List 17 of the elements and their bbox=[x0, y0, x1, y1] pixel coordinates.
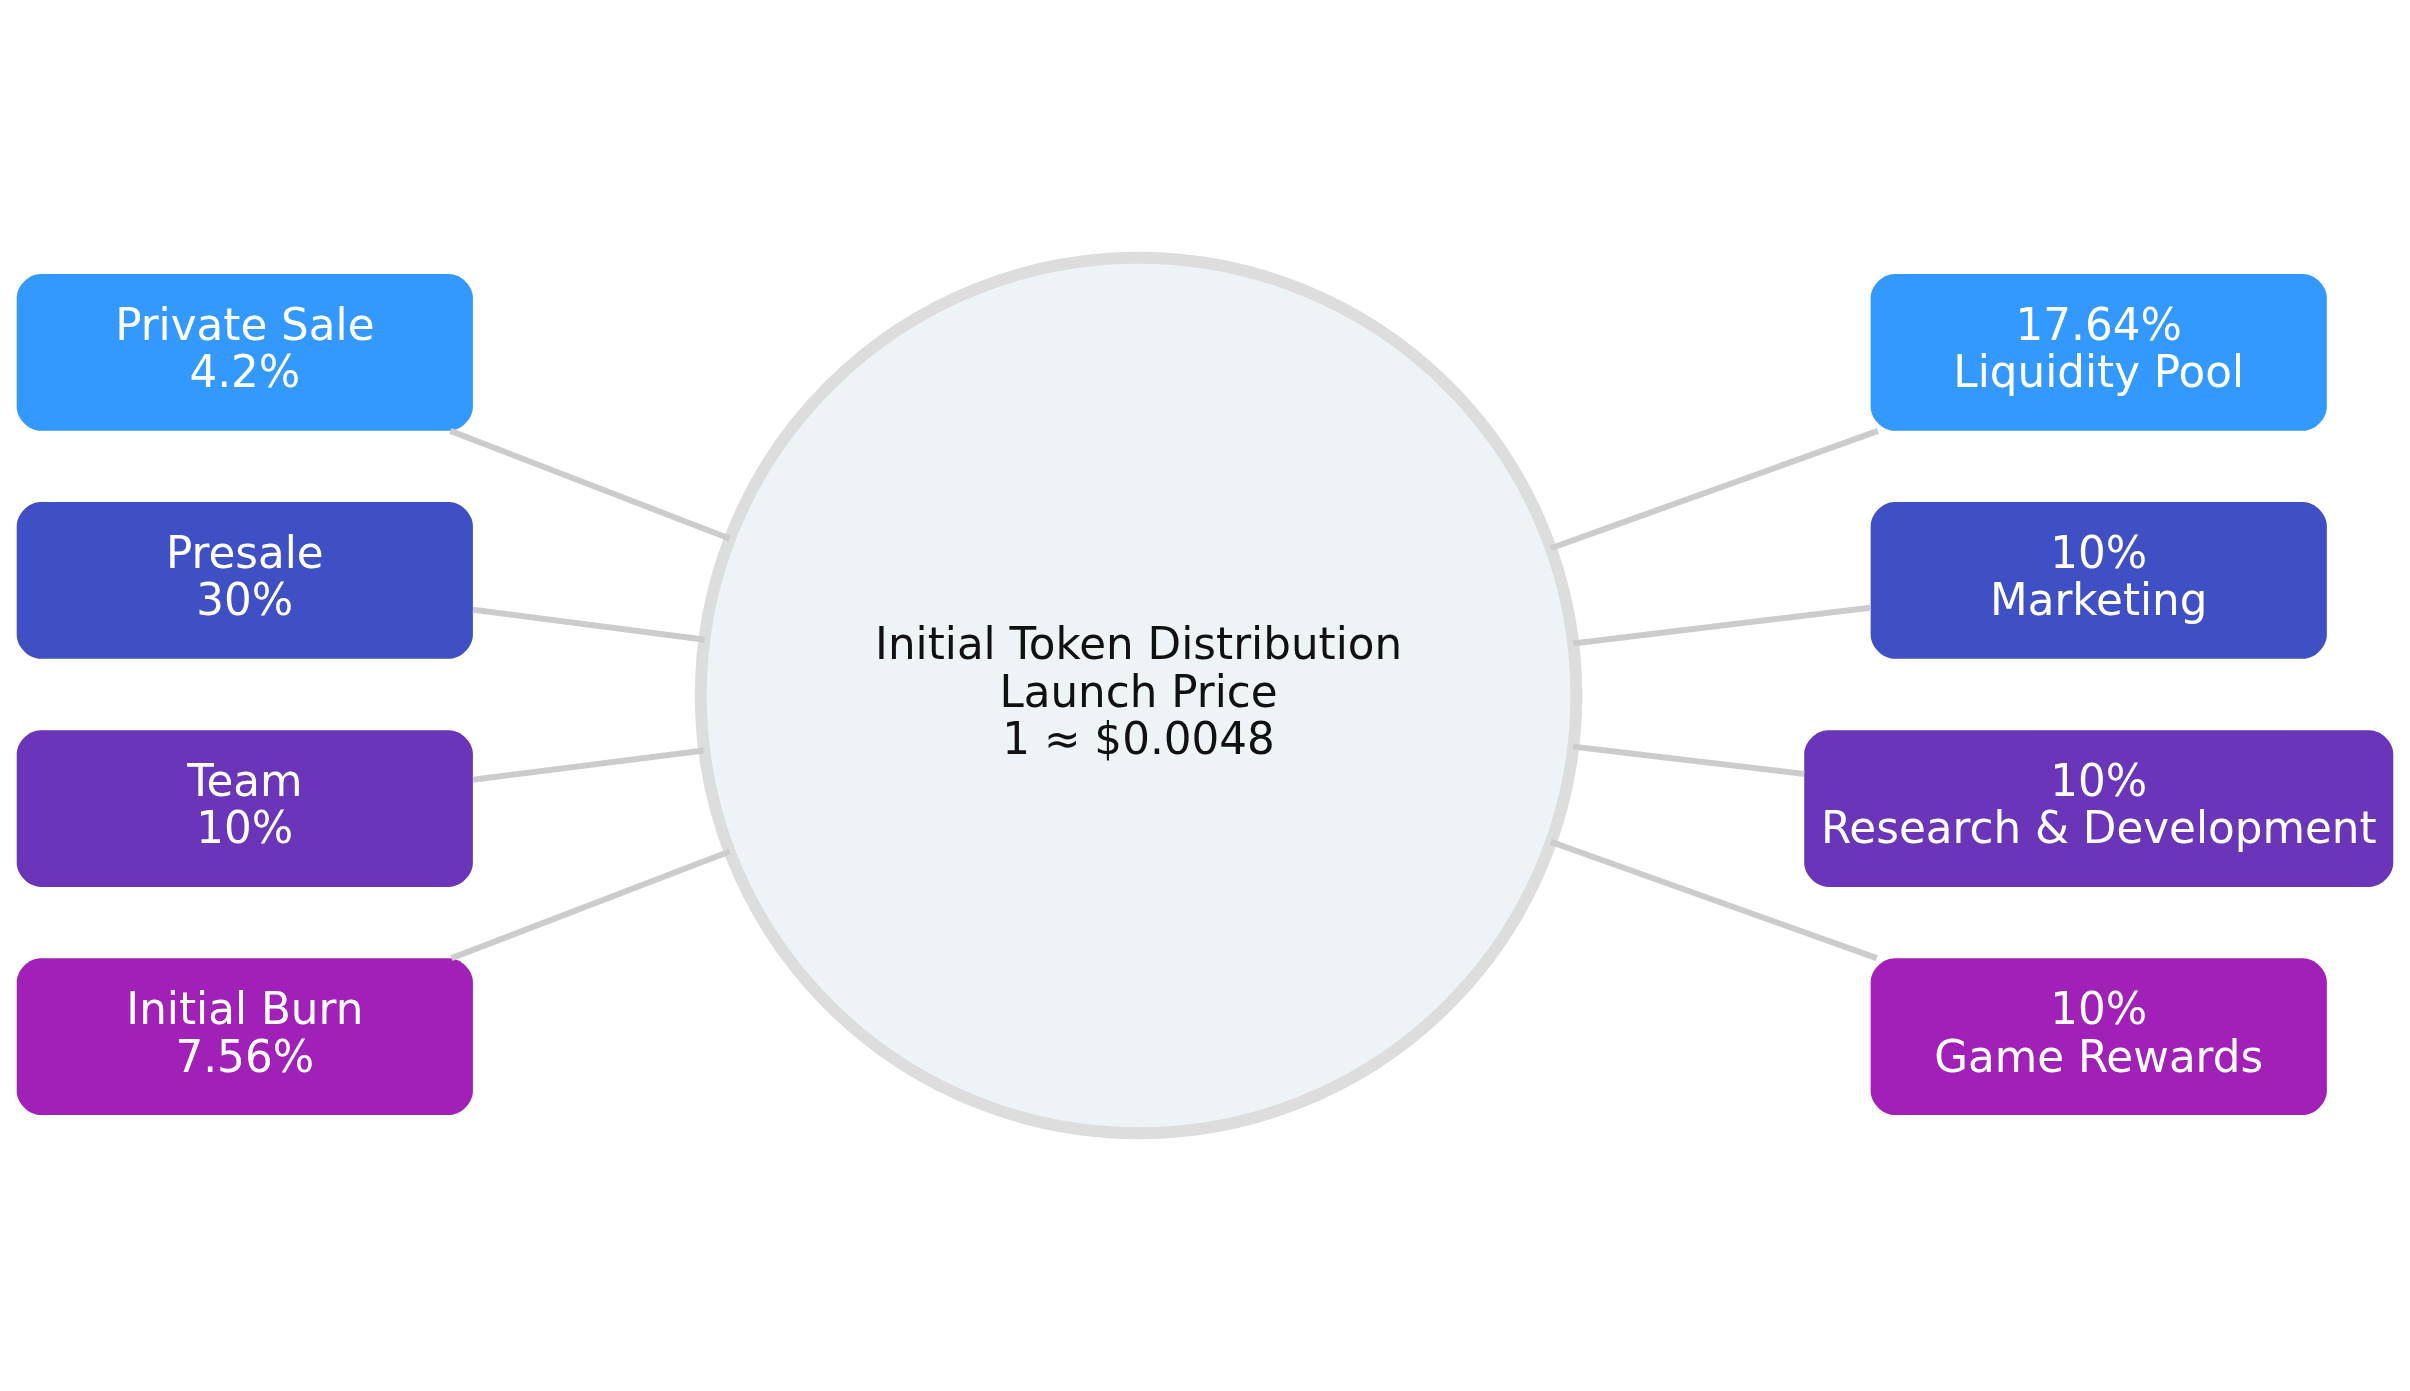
node-box: 10% Research & Development bbox=[1804, 730, 2394, 887]
node-box: 10% Game Rewards bbox=[1870, 958, 2327, 1115]
node-box: Team 10% bbox=[16, 730, 473, 887]
connector bbox=[449, 428, 731, 542]
node-box: Presale 30% bbox=[16, 502, 473, 659]
connector bbox=[472, 747, 705, 783]
node-box: 10% Marketing bbox=[1870, 502, 2327, 659]
node-box: Private Sale 4.2% bbox=[16, 274, 473, 431]
connector bbox=[1549, 839, 1878, 961]
node-box: 17.64% Liquidity Pool bbox=[1870, 274, 2327, 431]
connector bbox=[1549, 428, 1880, 552]
connector bbox=[450, 848, 731, 961]
connector bbox=[1572, 743, 1805, 777]
connector bbox=[1572, 604, 1871, 647]
node-circle: Initial Token Distribution Launch Price 1 ≈ $0.0048 bbox=[694, 251, 1583, 1140]
node-box: Initial Burn 7.56% bbox=[16, 958, 473, 1115]
connector bbox=[472, 606, 705, 643]
